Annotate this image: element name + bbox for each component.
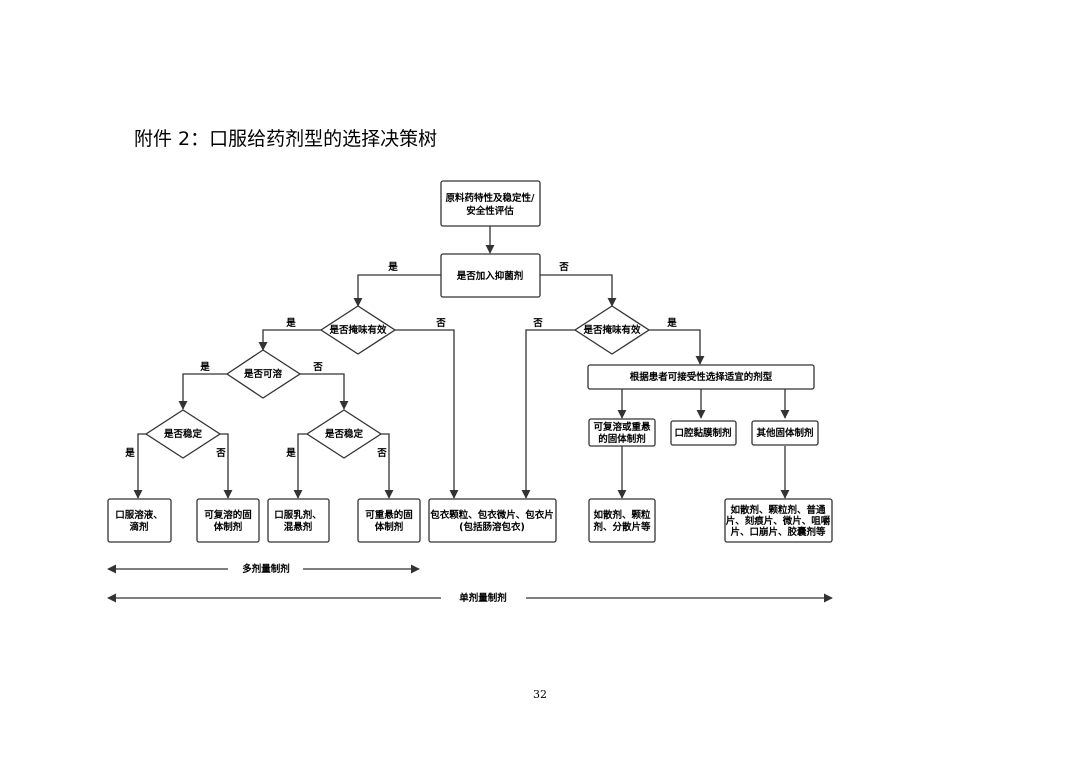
- outcome-other-line-1: 如散剂、颗粒剂、普通: [730, 504, 826, 516]
- label-no: 否: [215, 448, 226, 459]
- label-no: 否: [312, 362, 323, 373]
- label-yes: 是: [666, 317, 677, 329]
- label-no: 否: [376, 448, 387, 459]
- label-yes: 是: [285, 317, 296, 329]
- branch-labels: 是 否 是 否 否 是 是 否 是 否 是 否: [124, 261, 677, 459]
- label-yes: 是: [285, 447, 296, 459]
- reconst-solid-line-2: 的固体制剂: [598, 433, 646, 445]
- outcome-resusp-line-2: 体制剂: [375, 521, 404, 533]
- outcome-other: 如散剂、颗粒剂、普通 片、刻痕片、微片、咀嚼 片、口崩片、胶囊剂等: [724, 498, 833, 543]
- stable-left-decision: 是否稳定: [144, 409, 222, 459]
- other-solid-label: 其他固体制剂: [756, 427, 813, 439]
- outcome-powder-line-1: 如散剂、颗粒: [593, 509, 651, 521]
- label-yes: 是: [199, 361, 210, 373]
- label-yes: 是: [124, 447, 135, 459]
- outcome-resusp-line-1: 可重悬的固: [365, 509, 413, 521]
- root-node: 原料药特性及稳定性/ 安全性评估: [440, 180, 541, 227]
- outcome-coated-line-1: 包衣颗粒、包衣微片、包衣片: [429, 509, 554, 521]
- root-line-2: 安全性评估: [466, 205, 514, 217]
- patient-select-node: 根据患者可接受性选择适宜的剂型: [587, 364, 815, 390]
- outcome-emulsion-line-2: 混悬剂: [284, 521, 313, 533]
- outcome-solution-line-2: 滴剂: [129, 521, 148, 533]
- buccal-film-label: 口腔黏膜制剂: [674, 427, 731, 439]
- page-number: 32: [533, 688, 547, 701]
- buccal-film-node: 口腔黏膜制剂: [670, 420, 737, 446]
- patient-select-label: 根据患者可接受性选择适宜的剂型: [630, 371, 773, 383]
- label-no: 否: [558, 262, 569, 273]
- preservative-node: 是否加入抑菌剂: [440, 253, 541, 298]
- multi-dose-range: 多剂量制剂: [107, 563, 420, 575]
- stable-left-label: 是否稳定: [163, 428, 203, 440]
- outcome-solution-line-1: 口服溶液、: [115, 509, 163, 521]
- outcome-emulsion: 口服乳剂、 混悬剂: [267, 498, 330, 543]
- outcome-coated-line-2: (包括肠溶包衣): [459, 521, 525, 533]
- outcome-other-line-3: 片、口崩片、胶囊剂等: [730, 526, 826, 538]
- outcome-reconst-line-1: 可复溶的固: [204, 509, 252, 521]
- outcome-reconst: 可复溶的固 体制剂: [196, 498, 260, 543]
- soluble-label: 是否可溶: [243, 368, 283, 380]
- reconst-solid-node: 可复溶或重悬 的固体制剂: [588, 418, 656, 447]
- outcome-resusp: 可重悬的固 体制剂: [357, 498, 421, 543]
- outcome-powder: 如散剂、颗粒 剂、分散片等: [588, 498, 656, 543]
- stable-right-decision: 是否稳定: [305, 409, 383, 459]
- soluble-decision: 是否可溶: [225, 349, 302, 399]
- connectors: [133, 226, 790, 499]
- reconst-solid-line-1: 可复溶或重悬: [593, 421, 651, 433]
- single-dose-range: 单剂量制剂: [107, 592, 833, 604]
- taste-left-decision: 是否掩味有效: [319, 305, 397, 355]
- outcome-reconst-line-2: 体制剂: [214, 521, 243, 533]
- outcome-solution: 口服溶液、 滴剂: [107, 498, 172, 543]
- multi-dose-label: 多剂量制剂: [242, 563, 290, 575]
- outcome-coated: 包衣颗粒、包衣微片、包衣片 (包括肠溶包衣): [428, 498, 557, 543]
- label-no: 否: [435, 318, 446, 329]
- taste-right-decision: 是否掩味有效: [573, 305, 651, 355]
- stable-right-label: 是否稳定: [324, 428, 364, 440]
- outcome-powder-line-2: 剂、分散片等: [592, 521, 651, 533]
- single-dose-label: 单剂量制剂: [459, 592, 507, 604]
- label-no: 否: [532, 318, 543, 329]
- taste-left-label: 是否掩味有效: [328, 324, 387, 336]
- other-solid-node: 其他固体制剂: [751, 420, 819, 446]
- page-title: 附件 2：口服给药剂型的选择决策树: [134, 128, 438, 150]
- taste-right-label: 是否掩味有效: [582, 324, 641, 336]
- outcome-emulsion-line-1: 口服乳剂、: [274, 509, 322, 521]
- outcome-other-line-2: 片、刻痕片、微片、咀嚼: [726, 515, 831, 527]
- root-line-1: 原料药特性及稳定性/: [446, 192, 536, 204]
- preservative-label: 是否加入抑菌剂: [456, 270, 524, 282]
- label-yes: 是: [387, 261, 398, 273]
